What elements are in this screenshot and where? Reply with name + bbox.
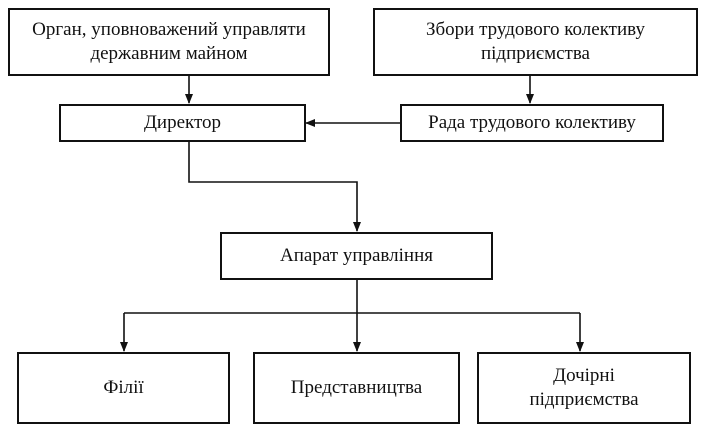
node-representative-offices-label: Представництва [290, 377, 423, 399]
node-collective-council: Рада трудового колективу [400, 104, 664, 142]
node-subsidiaries-line2: підприємства [529, 389, 639, 410]
node-state-property-organ-line2: державним майном [90, 43, 248, 64]
node-state-property-organ: Орган, уповноважений управляти державним… [8, 8, 330, 76]
node-subsidiaries-line1: Дочірні [553, 365, 615, 387]
node-branches: Філії [17, 352, 230, 424]
node-collective-meeting-line1: Збори трудового колективу [426, 19, 645, 41]
node-director-label: Директор [143, 112, 222, 134]
node-state-property-organ-line1: Орган, уповноважений управляти [32, 19, 306, 41]
node-collective-council-label: Рада трудового колективу [428, 112, 636, 134]
node-collective-meeting-line2: підприємства [480, 43, 590, 64]
node-management-apparatus-label: Апарат управління [280, 245, 433, 267]
arrow-director-to-apparatus [188, 141, 361, 232]
node-representative-offices: Представництва [253, 352, 460, 424]
node-branches-label: Філії [103, 377, 144, 399]
node-collective-meeting: Збори трудового колективу підприємства [373, 8, 698, 76]
node-subsidiaries: Дочірні підприємства [477, 352, 691, 424]
node-director: Директор [59, 104, 306, 142]
node-management-apparatus: Апарат управління [220, 232, 493, 280]
